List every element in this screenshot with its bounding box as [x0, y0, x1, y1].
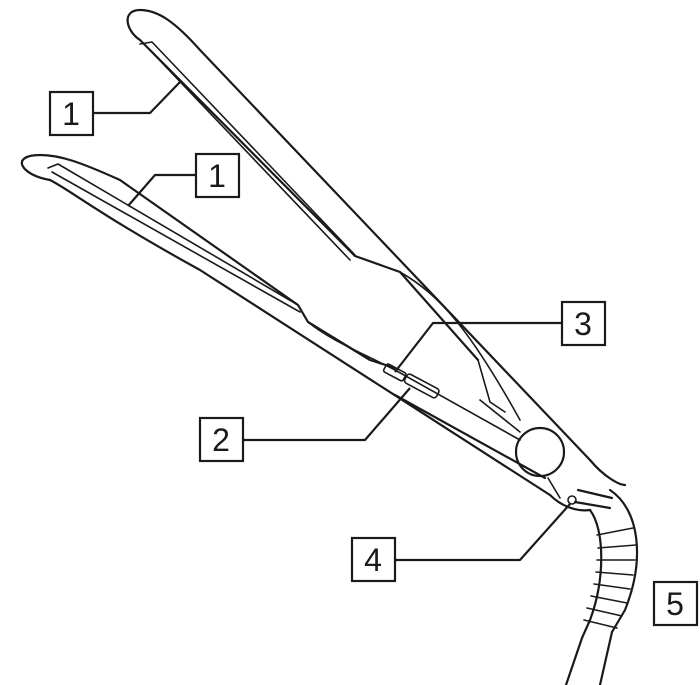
callout-2: 2 — [198, 416, 245, 463]
callout-1-lower-label: 1 — [208, 158, 226, 194]
swivel-cord — [564, 488, 639, 685]
callout-4-label: 4 — [364, 542, 382, 578]
hanging-loop — [567, 495, 577, 505]
hinge — [479, 399, 566, 499]
lower-arm — [20, 153, 552, 497]
lower-plate — [47, 163, 299, 306]
callout-5-label: 5 — [666, 586, 684, 622]
indicator-light — [382, 363, 407, 382]
callout-1-upper: 1 — [48, 90, 95, 137]
callout-5: 5 — [652, 580, 699, 627]
hinge-knob — [514, 426, 566, 478]
callout-2-label: 2 — [212, 422, 230, 458]
callout-3: 3 — [560, 300, 607, 347]
callout-1-lower: 1 — [194, 152, 241, 199]
leader-lines — [93, 81, 571, 562]
upper-plate — [139, 41, 356, 256]
callout-1-upper-label: 1 — [62, 96, 80, 132]
upper-arm — [126, 8, 627, 487]
handle-end — [548, 488, 614, 512]
power-switch — [403, 373, 440, 399]
callout-3-label: 3 — [574, 306, 592, 342]
callout-4: 4 — [350, 536, 397, 583]
